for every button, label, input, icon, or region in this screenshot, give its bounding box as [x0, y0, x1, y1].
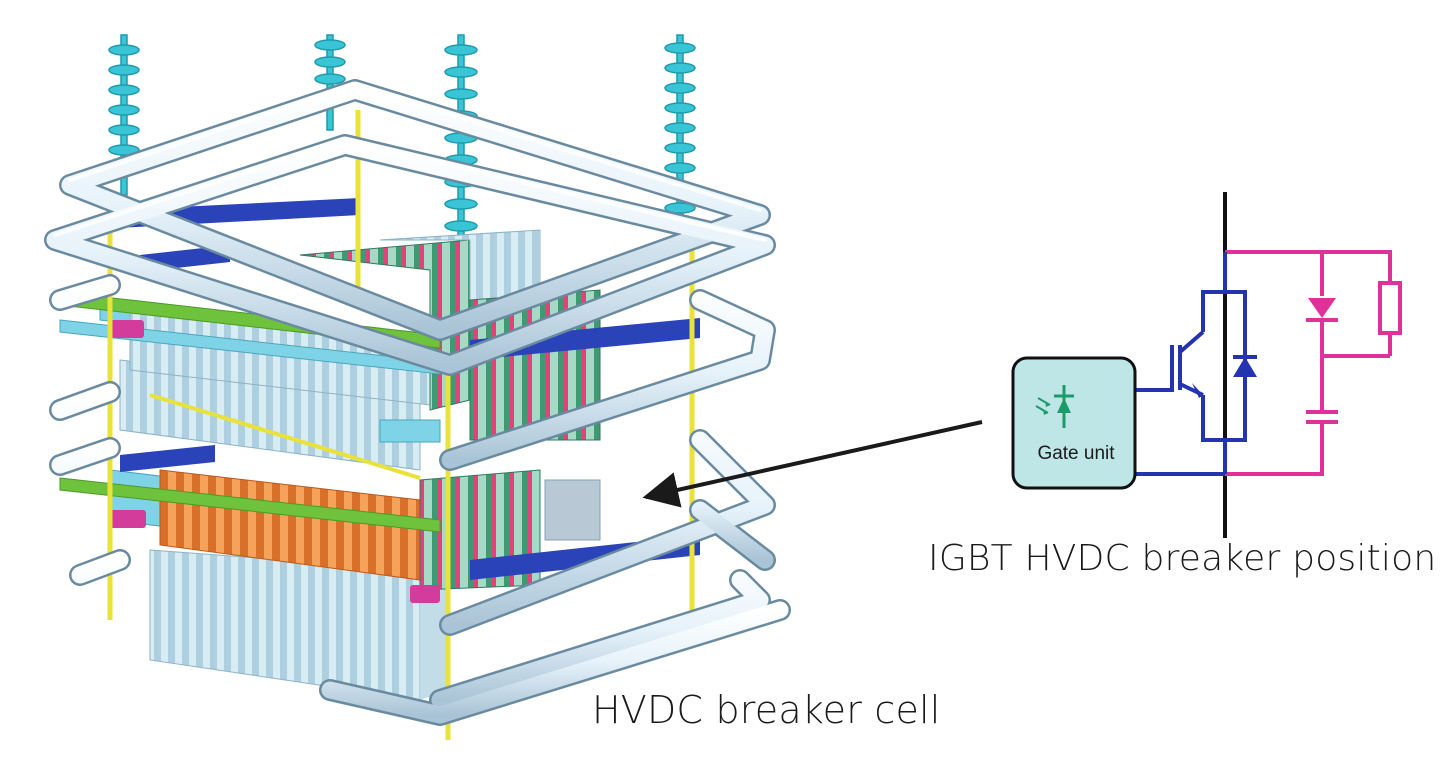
pointer-arrow [642, 420, 983, 508]
igbt-position-caption: IGBT HVDC breaker position [928, 538, 1437, 579]
breaker-cell-caption: HVDC breaker cell [592, 688, 941, 732]
igbt-module [1135, 252, 1247, 476]
photo-diode-icon [1035, 385, 1074, 428]
igbt-circuit-schematic [1011, 192, 1402, 538]
corona-rings [44, 79, 791, 726]
breaker-cell-illustration [44, 34, 791, 740]
freewheel-diode-icon [1233, 357, 1257, 377]
gate-unit-label: Gate unit [1037, 443, 1115, 464]
gate-unit-box [1011, 356, 1137, 490]
snubber-diode-icon [1308, 298, 1336, 318]
resistor-symbol [1378, 281, 1402, 335]
snubber-branch [1225, 250, 1402, 476]
emitter-arrow-icon [1192, 383, 1203, 398]
insulator-string-1 [108, 44, 140, 156]
